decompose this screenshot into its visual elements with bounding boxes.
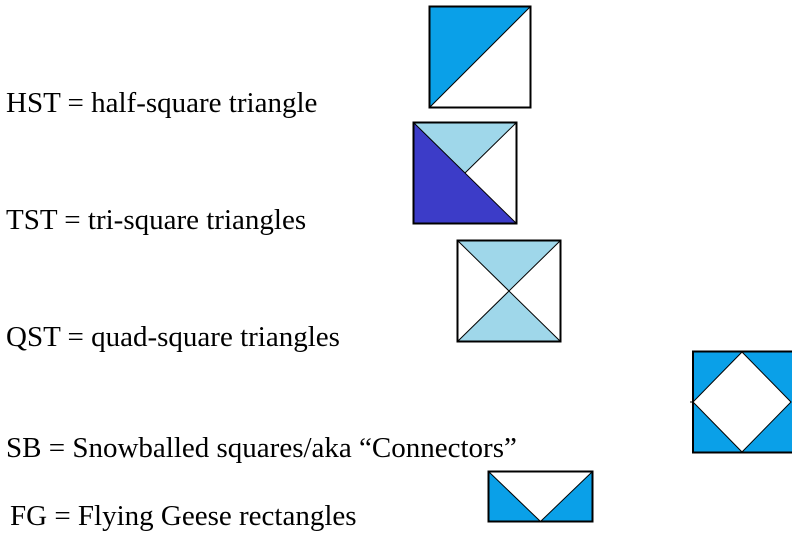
qst-top-triangle	[457, 240, 561, 291]
hst-definition: HST = half-square triangle	[6, 87, 318, 119]
qst-definition: QST = quad-square triangles	[6, 321, 340, 353]
sb-block-icon	[690, 350, 792, 454]
fg-white-goose	[488, 471, 593, 522]
hst-block-icon	[428, 5, 532, 109]
tst-white-triangle	[465, 122, 517, 224]
tst-definition: TST = tri-square triangles	[6, 204, 307, 236]
tst-light-triangle	[413, 122, 517, 173]
tst-block-icon	[412, 121, 518, 225]
fg-block-icon	[487, 470, 594, 523]
qst-left-triangle	[457, 240, 509, 342]
qst-bottom-triangle	[457, 291, 561, 342]
fg-definition: FG = Flying Geese rectangles	[10, 500, 357, 532]
qst-right-triangle	[509, 240, 561, 342]
qst-block-icon	[456, 239, 562, 343]
sb-definition: SB = Snowballed squares/aka “Connectors”	[6, 432, 517, 464]
